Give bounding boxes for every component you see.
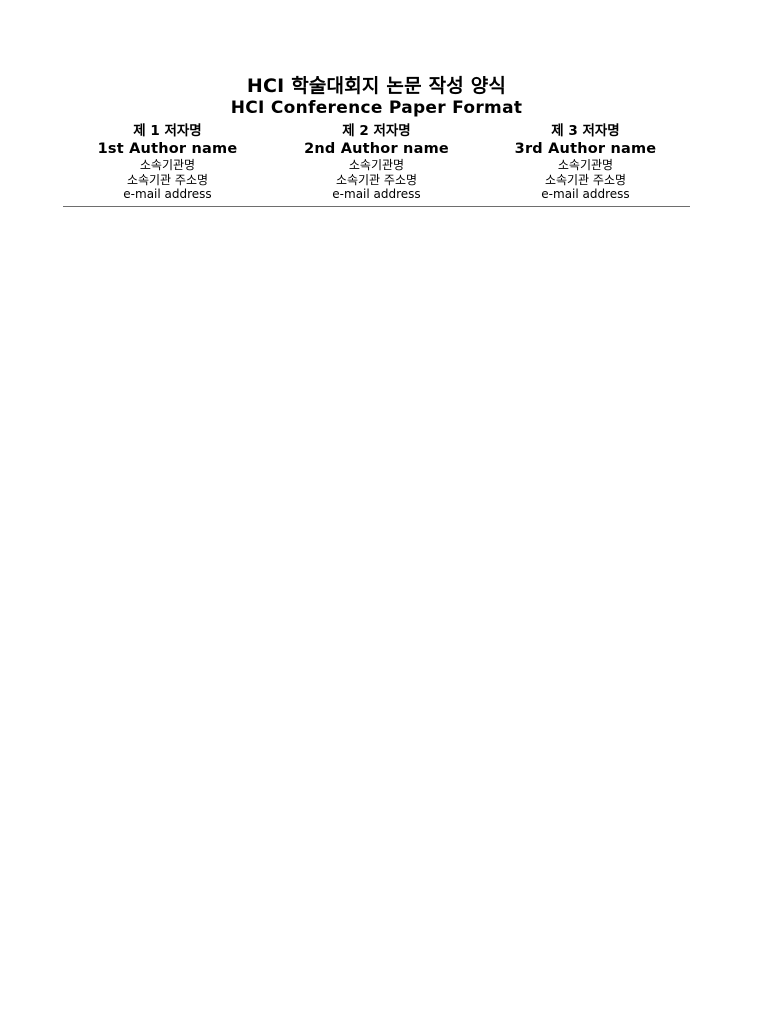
author-address: 소속기관 주소명 [126,172,209,187]
author-affiliation: 소속기관명 [139,158,196,172]
author-block-2: 제 2 저자명 2nd Author name 소속기관명 소속기관 주소명 e… [272,123,481,202]
author-affiliation: 소속기관명 [348,158,405,172]
author-name: 2nd Author name [304,141,449,157]
author-address: 소속기관 주소명 [544,172,627,187]
author-name: 1st Author name [97,141,238,157]
author-list: 제 1 저자명 1st Author name 소속기관명 소속기관 주소명 e… [63,123,690,202]
author-email: e-mail address [541,187,630,201]
author-ordinal-ko: 제 3 저자명 [551,123,620,139]
author-affiliation: 소속기관명 [557,158,614,172]
author-name: 3rd Author name [514,141,657,157]
title-block: HCI 학술대회지 논문 작성 양식 HCI Conference Paper … [63,74,690,118]
paper-title-english: HCI Conference Paper Format [230,98,523,118]
paper-title-korean: HCI 학술대회지 논문 작성 양식 [246,75,507,97]
author-email: e-mail address [123,187,212,201]
author-block-1: 제 1 저자명 1st Author name 소속기관명 소속기관 주소명 e… [63,123,272,202]
author-block-3: 제 3 저자명 3rd Author name 소속기관명 소속기관 주소명 e… [481,123,690,202]
header-divider [63,206,690,207]
author-ordinal-ko: 제 2 저자명 [342,123,411,139]
author-ordinal-ko: 제 1 저자명 [133,123,202,139]
author-address: 소속기관 주소명 [335,172,418,187]
author-email: e-mail address [332,187,421,201]
